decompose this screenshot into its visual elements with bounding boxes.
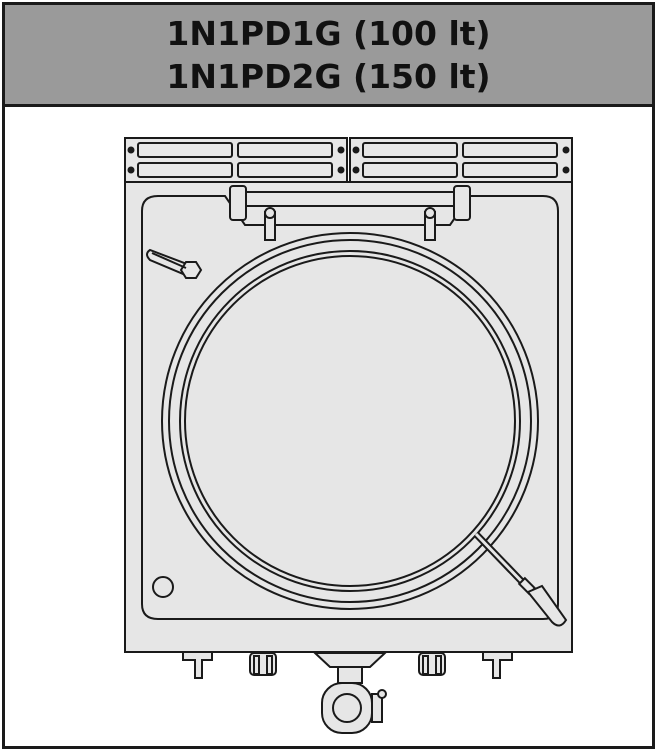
lid-handle xyxy=(473,531,568,627)
lid-hinge xyxy=(229,185,471,241)
kettle-lid xyxy=(161,232,539,610)
title-banner: 1N1PD1G (100 lt) 1N1PD2G (150 lt) xyxy=(5,5,652,107)
drain-valve xyxy=(312,652,388,734)
drain-hole xyxy=(152,576,174,598)
model-title-150: 1N1PD2G (150 lt) xyxy=(166,56,491,96)
model-title-100: 1N1PD1G (100 lt) xyxy=(166,13,491,53)
bottom-fittings xyxy=(182,652,513,679)
control-panel-left xyxy=(124,137,348,183)
water-tap xyxy=(146,248,203,279)
control-panel-right xyxy=(349,137,573,183)
